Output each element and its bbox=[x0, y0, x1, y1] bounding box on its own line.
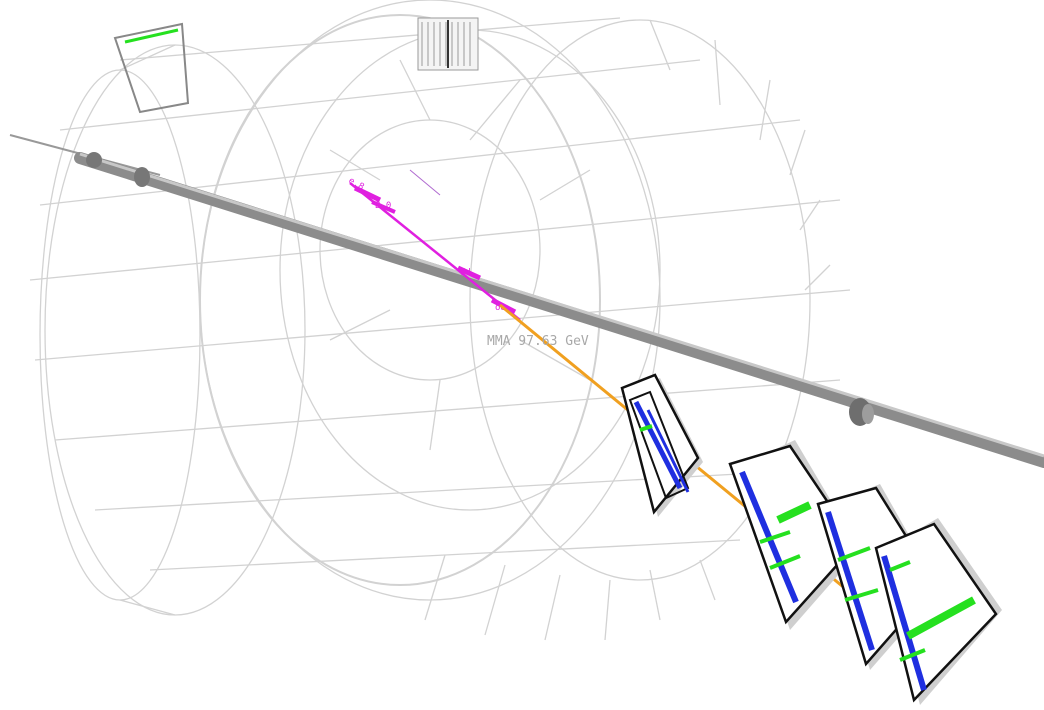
hit-strip bbox=[889, 560, 911, 572]
vertex-tag: dd bbox=[460, 268, 471, 278]
front-ring bbox=[469, 19, 811, 581]
spoke bbox=[484, 564, 506, 636]
spoke bbox=[804, 264, 831, 291]
segment bbox=[881, 555, 927, 691]
mid-ring bbox=[199, 0, 661, 601]
beam-flange bbox=[862, 404, 874, 424]
hit-strip bbox=[844, 588, 879, 602]
spoke bbox=[544, 574, 561, 641]
spoke bbox=[759, 79, 771, 141]
hit-strip bbox=[837, 546, 871, 562]
muon-chamber bbox=[874, 518, 1002, 705]
segment bbox=[633, 400, 683, 490]
top-readout-module bbox=[417, 17, 479, 71]
vertex-tag: B 0 bbox=[375, 201, 391, 211]
spoke bbox=[424, 554, 446, 621]
long-line bbox=[119, 17, 621, 61]
spoke bbox=[714, 39, 721, 106]
muon-chamber bbox=[620, 373, 703, 517]
spoke bbox=[649, 19, 671, 71]
hit-strip bbox=[899, 648, 926, 662]
long-line bbox=[39, 119, 801, 206]
segment bbox=[646, 409, 690, 493]
vertex-tag: o8 bbox=[495, 303, 506, 313]
spoke bbox=[789, 129, 806, 176]
event-label: MMA 97.63 GeV bbox=[487, 334, 589, 349]
beam-pipe bbox=[9, 134, 1044, 468]
spoke bbox=[699, 559, 716, 601]
long-line bbox=[29, 199, 841, 281]
spoke bbox=[649, 569, 661, 621]
hit-strip bbox=[776, 501, 812, 524]
long-line bbox=[94, 469, 811, 511]
hit-strip bbox=[769, 554, 801, 570]
hit-strip bbox=[639, 424, 653, 432]
beam-flange bbox=[86, 152, 102, 168]
segment bbox=[825, 511, 875, 651]
detector-wireframe bbox=[29, 0, 851, 641]
long-line bbox=[34, 289, 851, 361]
inner-tracks bbox=[349, 169, 521, 321]
beam-flange bbox=[134, 167, 150, 187]
hit-strip bbox=[759, 530, 791, 544]
spoke bbox=[799, 199, 821, 231]
long-line bbox=[59, 59, 701, 131]
hit-strip bbox=[906, 596, 976, 640]
spoke bbox=[604, 579, 611, 641]
top-left-chamber bbox=[113, 22, 190, 114]
long-line bbox=[54, 379, 841, 441]
